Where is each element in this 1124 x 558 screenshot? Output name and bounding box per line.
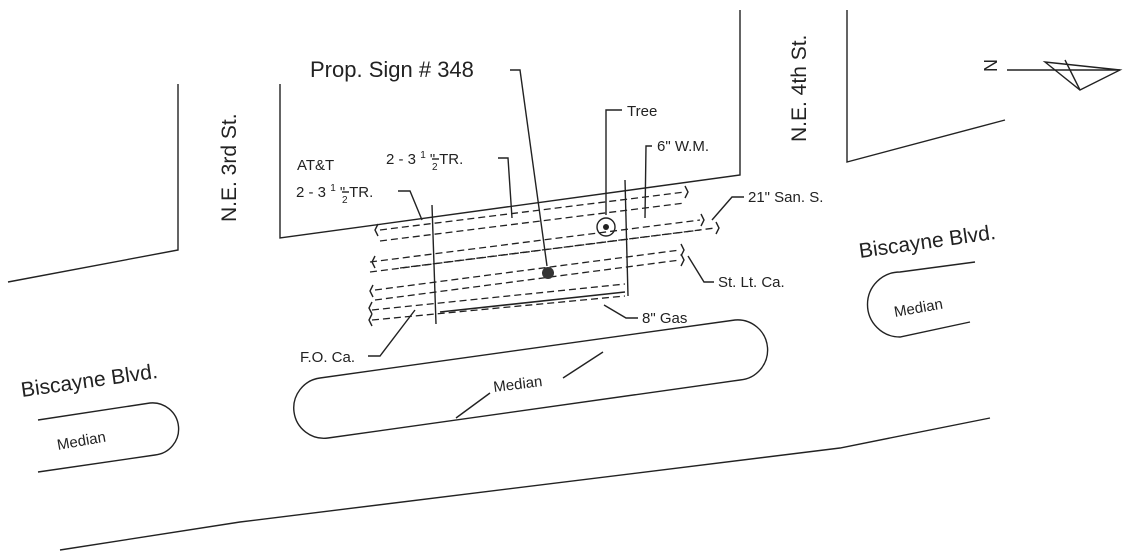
tr-line-2 [379, 202, 686, 242]
proposed-sign-marker [542, 267, 554, 279]
label-tree: Tree [627, 103, 657, 120]
median-leader-left [455, 392, 491, 419]
label-biscayne-left: Biscayne Blvd. [19, 360, 159, 402]
att-tr-frac-den: 2 [342, 195, 348, 206]
label-tr: 2 - 3 1 " TR. [386, 145, 463, 168]
label-ne3rd: N.E. 3rd St. [218, 113, 241, 222]
limit-right [624, 179, 629, 297]
street-edges [7, 10, 1006, 551]
label-median-center: Median [492, 373, 543, 396]
label-sanitary: 21" San. S. [748, 189, 823, 206]
label-att-tr: 2 - 3 1 " TR. [296, 178, 373, 201]
north-arrow: N [981, 59, 1123, 91]
att-tr-frac-num: 1 [330, 183, 336, 194]
ne3rd-west-curb [7, 84, 179, 283]
label-att: AT&T [297, 157, 334, 174]
sls-line [399, 227, 716, 269]
label-biscayne-right: Biscayne Blvd. [857, 221, 997, 263]
limit-left [431, 204, 437, 325]
median-left [37, 402, 180, 473]
stlt-leader [687, 255, 714, 283]
fo-leader [368, 309, 416, 357]
label-fiber-optic: F.O. Ca. [300, 349, 355, 366]
ne4th-east-curb [846, 10, 1006, 163]
biscayne-south-curb [59, 417, 991, 551]
gas-line-1 [371, 283, 626, 311]
text-labels: Prop. Sign # 348 Tree 6" W.M. 21" San. S… [19, 35, 997, 454]
wm-line-1 [369, 219, 701, 263]
fo-line [371, 295, 626, 321]
stlt-line-1 [374, 249, 681, 291]
att-tr-suffix: " TR. [340, 184, 373, 201]
label-gas: 8" Gas [642, 310, 687, 327]
median-right [866, 261, 976, 338]
gas-leader [603, 304, 638, 319]
sanitary-leader [711, 196, 744, 221]
median-center [293, 319, 769, 439]
att-tr-prefix: 2 - 3 [296, 184, 326, 201]
label-sign: Prop. Sign # 348 [310, 57, 474, 82]
leader-lines [368, 69, 744, 419]
utility-lines [368, 185, 720, 327]
wm-leader [644, 145, 652, 219]
label-ne4th: N.E. 4th St. [788, 35, 811, 142]
line-end-ticks [368, 185, 720, 327]
tr-frac-num: 1 [420, 150, 426, 161]
medians [37, 261, 976, 473]
north-arrow-head-icon [1042, 61, 1123, 91]
north-label: N [981, 59, 1001, 72]
tr-line-1 [379, 191, 686, 231]
construction-limits [431, 179, 629, 325]
tree-symbol [596, 217, 616, 237]
tr-prefix: 2 - 3 [386, 151, 416, 168]
block-outline [279, 10, 741, 239]
label-street-light: St. Lt. Ca. [718, 274, 785, 291]
label-median-left: Median [56, 429, 107, 454]
stlt-line-2 [374, 259, 681, 301]
label-water-main: 6" W.M. [657, 138, 709, 155]
tr-leader [498, 157, 513, 219]
median-leader-right [562, 351, 604, 379]
sign-leader [510, 69, 548, 267]
tree-leader [605, 109, 622, 215]
gas-line-2 [439, 291, 626, 313]
tr-frac-den: 2 [432, 162, 438, 173]
att-tr-leader [398, 190, 423, 221]
tr-suffix: " TR. [430, 151, 463, 168]
label-median-right: Median [893, 296, 944, 321]
